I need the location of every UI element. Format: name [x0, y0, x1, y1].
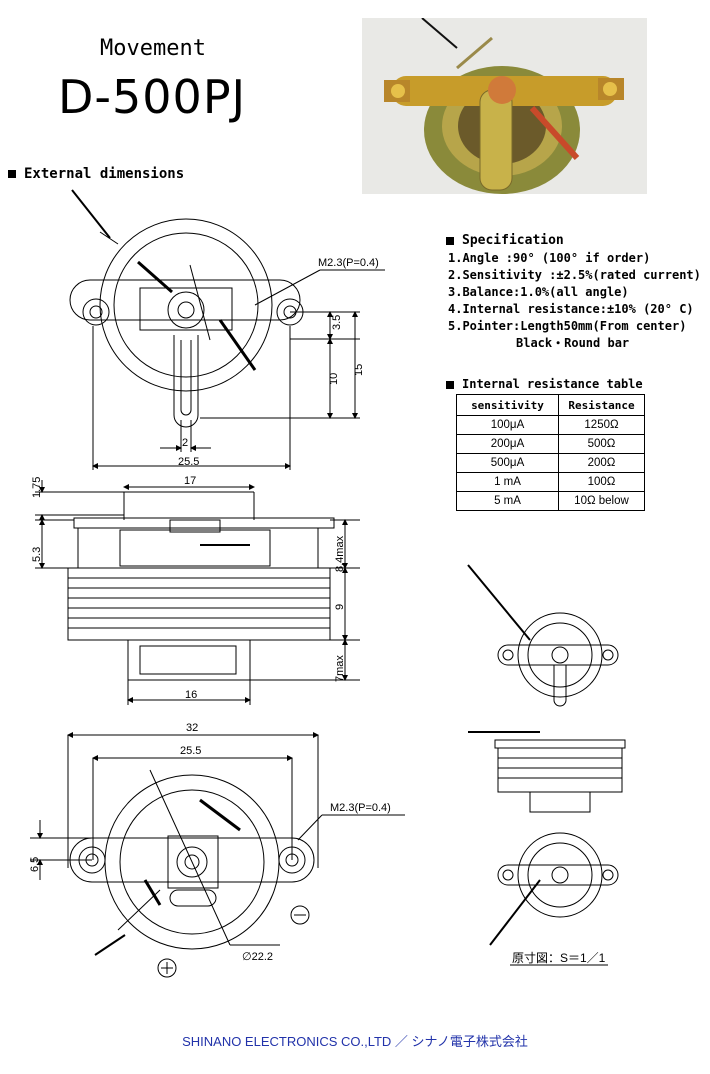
dim-22-2: ∅22.2: [242, 951, 273, 963]
scale-drawing: [467, 564, 626, 966]
spec-item: Black・Round bar: [516, 336, 630, 350]
dim-7max: 7max: [334, 655, 346, 682]
title-subtitle: Movement: [100, 36, 206, 61]
table-row: 500μA 200Ω: [456, 453, 645, 473]
dim-1-75: 1.75: [31, 477, 43, 498]
bottom-view-drawing: [30, 732, 405, 978]
column-header: Resistance: [558, 394, 645, 416]
dim-16: 16: [185, 689, 197, 701]
spec-item: 2.Sensitivity :±2.5%(rated current): [448, 268, 701, 282]
external-dimensions-heading: External dimensions: [8, 166, 184, 182]
side-view-drawing: [35, 480, 360, 705]
specification-list: 1.Angle :90° (100° if order) 2.Sensitivi…: [448, 250, 701, 352]
spec-item: 5.Pointer:Length50mm(From center): [448, 319, 687, 333]
dim-10: 10: [328, 373, 340, 385]
table-cell: 10Ω below: [558, 491, 645, 511]
dim-9: 9: [334, 604, 346, 610]
dim-5-3: 5.3: [31, 547, 43, 562]
spec-item: 1.Angle :90° (100° if order): [448, 251, 651, 265]
dim-thread-bottom: M2.3(P=0.4): [330, 802, 391, 814]
table-cell: 1250Ω: [558, 415, 645, 435]
scale-note: 原寸図：S＝1／1: [512, 951, 606, 965]
resistance-table: sensitivity Resistance 100μA 1250Ω 200μA…: [456, 394, 645, 511]
resistance-table-heading: Internal resistance table: [446, 377, 643, 391]
dim-17: 17: [184, 475, 196, 487]
dim-2: 2: [182, 437, 188, 449]
dim-8-4max: 8.4max: [334, 535, 346, 572]
table-cell: 5 mA: [456, 491, 559, 511]
model-title: D-500PJ: [58, 70, 247, 124]
dim-25-5-bottom: 25.5: [180, 745, 201, 757]
top-view-drawing: [69, 189, 385, 470]
dim-25-5-top: 25.5: [178, 456, 199, 468]
dim-3-5: 3.5: [331, 315, 343, 330]
footer-company: SHINANO ELECTRONICS CO.,LTD ／ シナノ電子株式会社: [182, 1034, 528, 1049]
specification-heading: Specification: [446, 233, 564, 248]
dim-thread-top: M2.3(P=0.4): [318, 257, 379, 269]
product-photo: [362, 18, 647, 194]
table-row: 5 mA 10Ω below: [456, 491, 645, 511]
table-cell: 200Ω: [558, 453, 645, 473]
spec-item: 3.Balance:1.0%(all angle): [448, 285, 629, 299]
dim-32: 32: [186, 722, 198, 734]
dim-6-5: 6.5: [29, 857, 41, 872]
dim-15: 15: [353, 364, 365, 376]
spec-item: 4.Internal resistance:±10% (20° C): [448, 302, 694, 316]
